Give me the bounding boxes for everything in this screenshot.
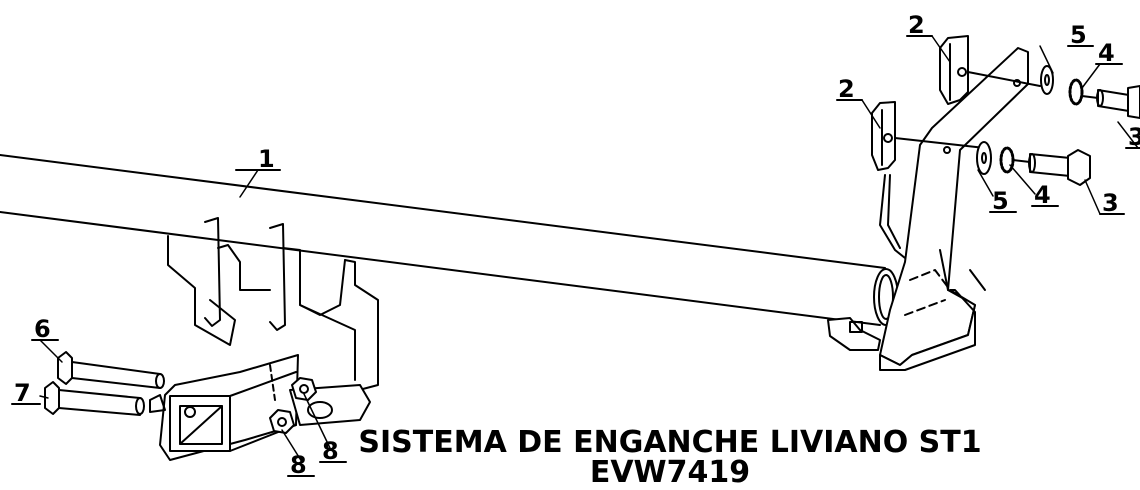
callout-8-upper: 8 (322, 437, 339, 465)
callout-8-lower: 8 (290, 451, 307, 479)
nut-8-upper (291, 377, 317, 401)
callout-6: 6 (34, 315, 51, 343)
clip-2-upper (939, 35, 1041, 105)
callout-4-upper: 4 (1098, 39, 1115, 67)
callout-5-upper: 5 (1070, 21, 1087, 49)
callout-3-upper: 3 (1128, 123, 1140, 151)
bolt-3-upper (1081, 85, 1140, 119)
callout-2-upper: 2 (908, 11, 925, 39)
diagram-model-code: EVW7419 (589, 455, 751, 490)
leader-lines (39, 35, 1139, 463)
callout-underlines (11, 35, 1140, 477)
callout-5-lower: 5 (992, 187, 1009, 215)
callout-3-lower: 3 (1102, 189, 1119, 217)
nut-8-lower (269, 409, 295, 434)
callout-2-lower: 2 (838, 75, 855, 103)
washer-5-lower (976, 141, 992, 175)
lock-washer-4-lower (999, 146, 1015, 174)
callout-7: 7 (14, 379, 31, 407)
callout-labels: 1 2 2 5 4 3 5 4 3 6 7 8 8 (14, 11, 1140, 479)
side-mount-bracket (827, 47, 1029, 371)
lock-washer-4-upper (1068, 78, 1084, 106)
bolt-6 (57, 351, 165, 389)
bolt-3-lower (1012, 149, 1091, 186)
callout-1: 1 (258, 145, 275, 173)
bolt-7 (44, 381, 145, 416)
receiver-mount-bracket (149, 217, 379, 461)
washer-5-upper (1040, 65, 1054, 95)
clip-2-lower (871, 101, 986, 171)
callout-4-lower: 4 (1034, 181, 1051, 209)
crossbar-tube (0, 154, 899, 326)
diagram-title: SISTEMA DE ENGANCHE LIVIANO ST1 (358, 425, 982, 460)
